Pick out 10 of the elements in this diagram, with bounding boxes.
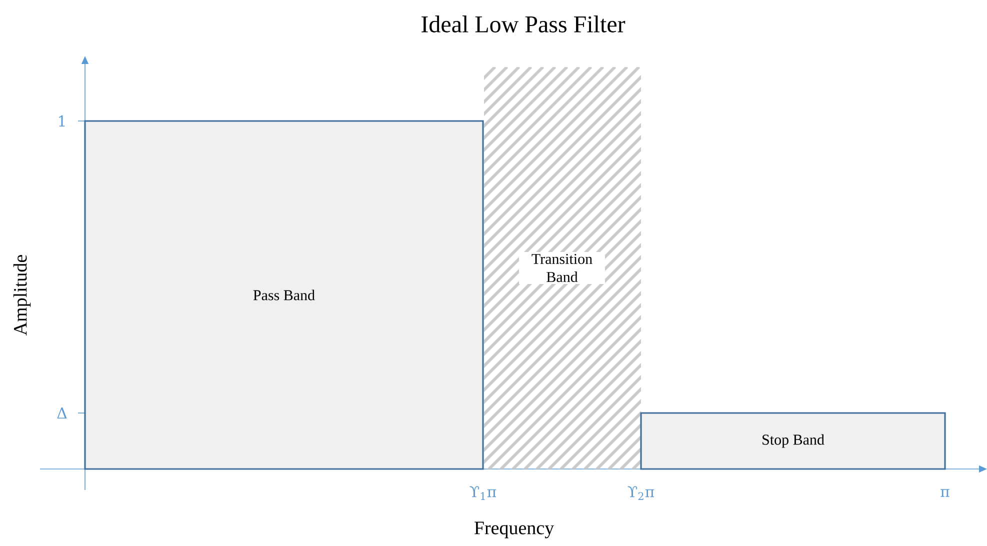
tick-label: π: [940, 489, 950, 497]
node-label: Transition Band: [532, 254, 592, 282]
axis-label: Frequency: [474, 522, 554, 538]
tick-label: ϒ$_{2}$π: [628, 486, 654, 500]
tick-label: 1: [59, 115, 65, 127]
hatched-band: Transition Band: [484, 67, 641, 469]
axis-label: Amplitude: [13, 255, 31, 336]
tick-label: ϒ$_{1}$π: [470, 486, 496, 500]
tick-label: Δ: [57, 408, 67, 418]
title: Ideal Low Pass Filter: [422, 16, 626, 32]
